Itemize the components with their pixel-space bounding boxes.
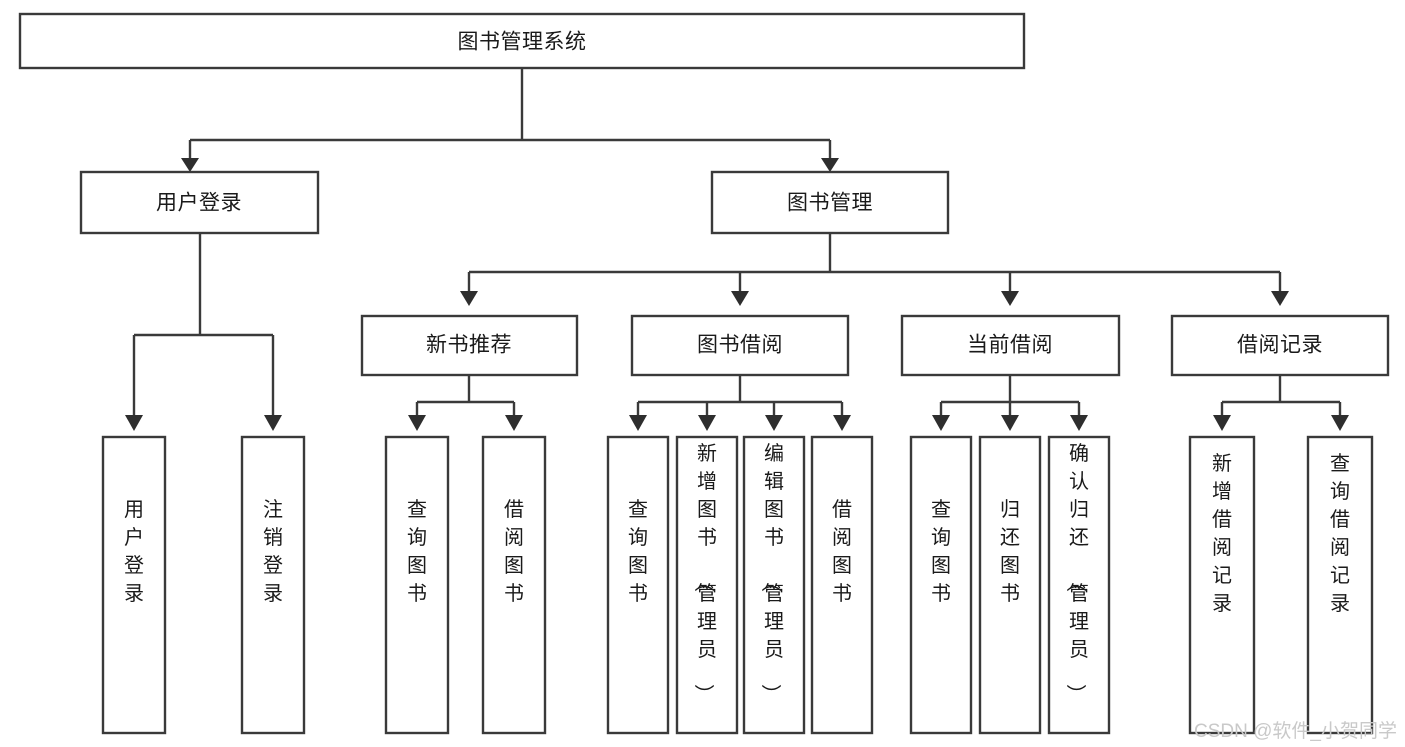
- arrow-icon: [1001, 415, 1019, 431]
- node-leaf-query-book-2[interactable]: 查询图书: [606, 435, 670, 735]
- node-leaf-return-book[interactable]: 归还图书: [978, 435, 1042, 735]
- arrow-icon: [1331, 415, 1349, 431]
- arrow-icon: [1070, 415, 1088, 431]
- node-leaf-query-book-2-label: 查询图书: [628, 498, 648, 605]
- arrow-icon: [629, 415, 647, 431]
- arrow-icon: [821, 158, 839, 172]
- node-leaf-add-book-label: 新增图书（管理员）: [692, 442, 717, 704]
- arrow-icon: [460, 291, 478, 306]
- link-root-trunk: [188, 68, 832, 158]
- node-borrow-record-label: 借阅记录: [1237, 334, 1323, 357]
- link-bookmanage-trunk: [467, 233, 1282, 291]
- node-leaf-query-record[interactable]: 查询借阅记录: [1306, 435, 1374, 735]
- node-leaf-user-login[interactable]: 用户登录: [101, 435, 167, 735]
- link-borrowrecord-trunk: [1220, 375, 1342, 415]
- node-leaf-add-book[interactable]: 新增图书（管理员）: [675, 435, 739, 735]
- node-leaf-logout-label: 注销登录: [263, 498, 283, 605]
- node-leaf-query-record-label: 查询借阅记录: [1330, 452, 1350, 615]
- arrow-icon: [698, 415, 716, 431]
- node-borrow-record[interactable]: 借阅记录: [1170, 314, 1390, 377]
- arrow-icon: [833, 415, 851, 431]
- node-leaf-add-record-label: 新增借阅记录: [1212, 452, 1232, 615]
- node-root-label: 图书管理系统: [458, 31, 587, 54]
- leaf-layer: 用户登录 注销登录 查询图书 借阅图书 查询图书 新增图书（管理员）: [101, 435, 1374, 735]
- node-book-borrow-label: 图书借阅: [697, 334, 783, 357]
- node-leaf-query-book-3-label: 查询图书: [931, 498, 951, 605]
- link-bookborrow-trunk: [636, 375, 844, 415]
- node-leaf-borrow-book-2-label: 借阅图书: [832, 498, 852, 605]
- node-leaf-add-record[interactable]: 新增借阅记录: [1188, 435, 1256, 735]
- arrow-icon: [408, 415, 426, 431]
- arrow-icon: [932, 415, 950, 431]
- node-current-borrow[interactable]: 当前借阅: [900, 314, 1121, 377]
- node-book-manage[interactable]: 图书管理: [710, 170, 950, 235]
- arrow-icon: [264, 415, 282, 431]
- arrow-icon: [125, 415, 143, 431]
- node-leaf-edit-book[interactable]: 编辑图书（管理员）: [742, 435, 806, 735]
- node-leaf-borrow-book-2[interactable]: 借阅图书: [810, 435, 874, 735]
- arrow-icon: [1271, 291, 1289, 306]
- node-leaf-confirm-return-label: 确认归还（管理员）: [1064, 442, 1089, 704]
- connector-layer: [132, 68, 1342, 415]
- node-book-manage-label: 图书管理: [787, 192, 873, 215]
- arrow-icon: [505, 415, 523, 431]
- node-leaf-query-book-3[interactable]: 查询图书: [909, 435, 973, 735]
- node-user-login[interactable]: 用户登录: [79, 170, 320, 235]
- node-leaf-return-book-label: 归还图书: [1000, 498, 1020, 605]
- node-leaf-logout[interactable]: 注销登录: [240, 435, 306, 735]
- link-currentborrow-trunk: [939, 375, 1081, 415]
- arrow-icon: [181, 158, 199, 172]
- node-leaf-borrow-book-1[interactable]: 借阅图书: [481, 435, 547, 735]
- link-newbook-trunk: [415, 375, 516, 415]
- arrow-icon: [731, 291, 749, 306]
- link-userlogin-trunk: [132, 233, 275, 415]
- node-current-borrow-label: 当前借阅: [967, 334, 1053, 357]
- node-leaf-query-book-1-label: 查询图书: [407, 498, 427, 605]
- arrowhead-layer: [125, 158, 1349, 431]
- node-leaf-confirm-return[interactable]: 确认归还（管理员）: [1047, 435, 1111, 735]
- node-leaf-borrow-book-1-label: 借阅图书: [504, 498, 524, 605]
- node-leaf-user-login-label: 用户登录: [124, 499, 144, 605]
- node-root[interactable]: 图书管理系统: [18, 12, 1026, 70]
- node-new-book-recommend-label: 新书推荐: [426, 334, 512, 357]
- node-leaf-edit-book-label: 编辑图书（管理员）: [759, 442, 784, 704]
- node-leaf-query-book-1[interactable]: 查询图书: [384, 435, 450, 735]
- node-new-book-recommend[interactable]: 新书推荐: [360, 314, 579, 377]
- arrow-icon: [765, 415, 783, 431]
- node-book-borrow[interactable]: 图书借阅: [630, 314, 850, 377]
- node-user-login-label: 用户登录: [156, 192, 242, 215]
- arrow-icon: [1001, 291, 1019, 306]
- arrow-icon: [1213, 415, 1231, 431]
